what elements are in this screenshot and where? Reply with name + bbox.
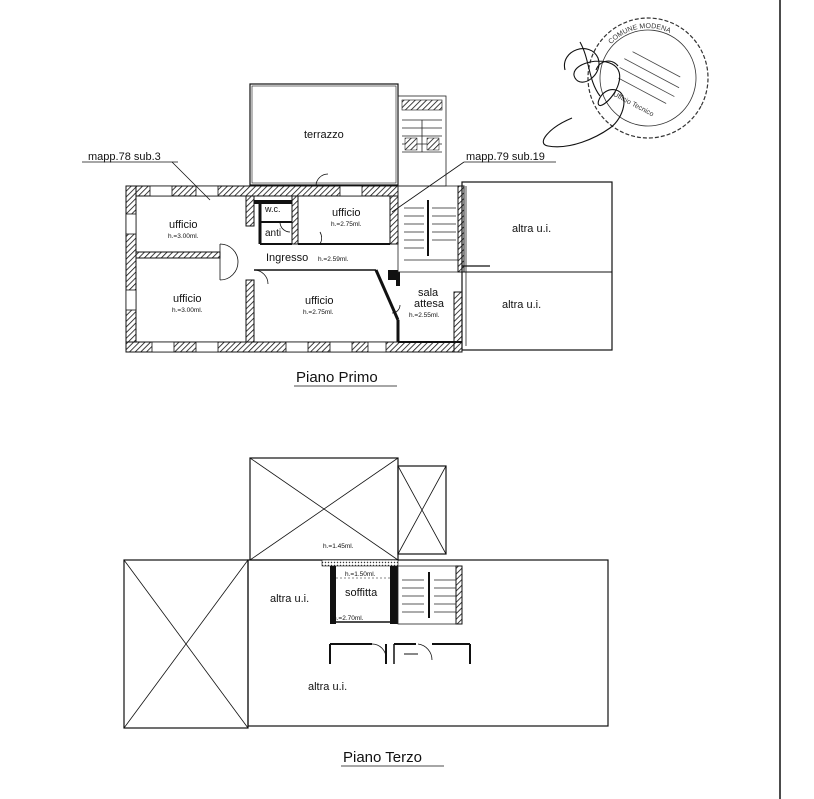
room-terrazzo: terrazzo — [304, 129, 344, 141]
outer-walls — [125, 185, 457, 353]
central-stairwell — [397, 185, 490, 273]
room-altra-ui-top: altra u.i. — [512, 223, 551, 235]
room-ingresso: Ingresso — [266, 252, 308, 264]
title-piano-primo: Piano Primo — [296, 369, 378, 386]
height-ufficio-bottom-mid: h.=2.75ml. — [303, 309, 334, 316]
room-sala: sala — [418, 287, 439, 299]
stamp-arc-text: COMUNE MODENA — [606, 4, 672, 67]
stamp-inner-text: Ufficio Tecnico — [612, 91, 655, 118]
official-stamp: COMUNE MODENA Ufficio Tecnico — [587, 4, 709, 139]
room-anti: anti — [265, 228, 281, 239]
altra-ui-block-primo — [461, 181, 613, 351]
room-altra-ui-left-terzo: altra u.i. — [270, 593, 309, 605]
signature — [542, 41, 625, 148]
height-ingresso: h.=2.59ml. — [318, 256, 349, 263]
doors — [219, 173, 401, 314]
title-piano-terzo: Piano Terzo — [343, 749, 422, 766]
height-mid-terzo: h.=1.50ml. — [345, 571, 376, 578]
piano-terzo-plan: altra u.i. soffitta h.=1.45ml. h.=1.50ml… — [123, 457, 609, 767]
bottom-partitions-terzo — [329, 643, 471, 664]
height-bottom-terzo: h.=2.70ml. — [333, 615, 364, 622]
room-ufficio-top-mid: ufficio — [332, 207, 361, 219]
height-top-terzo: h.=1.45ml. — [323, 543, 354, 550]
interior-partitions — [254, 200, 400, 342]
soffitta-walls — [321, 559, 399, 624]
room-wc: w.c. — [264, 204, 281, 214]
height-ufficio-top-left: h.=3.00ml. — [168, 233, 199, 240]
left-windows — [125, 213, 137, 311]
room-soffitta: soffitta — [345, 587, 378, 599]
height-sala-attesa: h.=2.55ml. — [409, 312, 440, 319]
room-ufficio-bottom-left: ufficio — [173, 293, 202, 305]
room-altra-ui-bottom-terzo: altra u.i. — [308, 681, 347, 693]
room-ufficio-bottom-mid: ufficio — [305, 295, 334, 307]
ref-mapp-78: mapp.78 sub.3 — [88, 151, 161, 163]
upper-stair-block — [397, 95, 447, 187]
room-attesa: attesa — [414, 298, 445, 310]
height-ufficio-bottom-left: h.=3.00ml. — [172, 307, 203, 314]
bottom-windows — [151, 341, 387, 353]
stair-block-terzo — [397, 565, 463, 625]
height-ufficio-top-mid: h.=2.75ml. — [331, 221, 362, 228]
room-altra-ui-bottom: altra u.i. — [502, 299, 541, 311]
piano-primo-plan: mapp.78 sub.3 mapp.79 sub.19 terrazzo uf… — [82, 83, 613, 387]
ref-mapp-79: mapp.79 sub.19 — [466, 151, 545, 163]
room-ufficio-top-left: ufficio — [169, 219, 198, 231]
reference-leaders — [82, 161, 556, 213]
top-windows — [149, 185, 363, 197]
